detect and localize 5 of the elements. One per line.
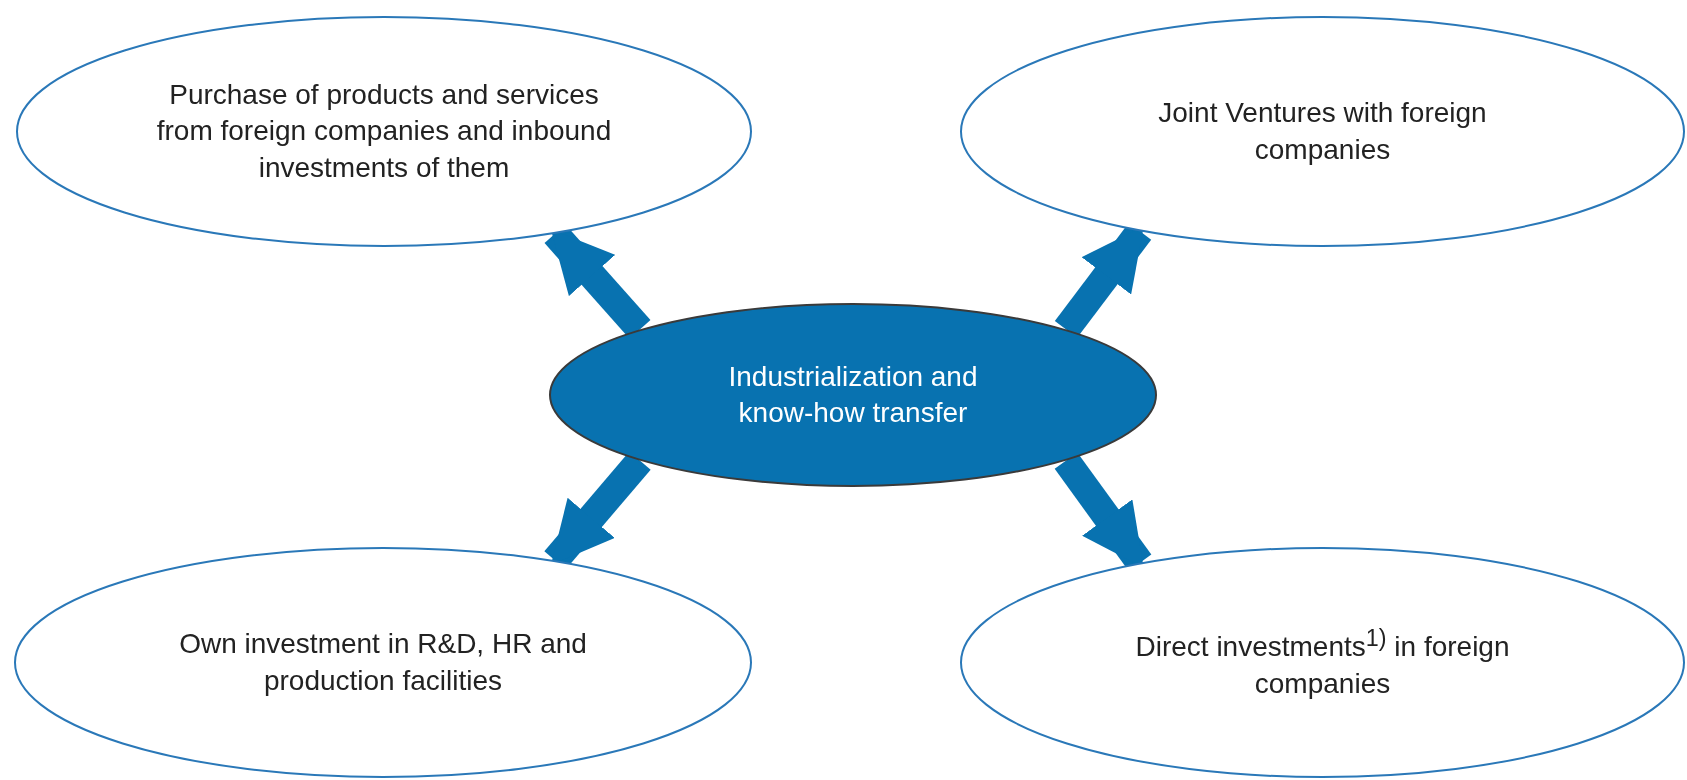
node-text: Industrialization and know-how transfer (727, 359, 979, 430)
node-text: Purchase of products and services from foreign companies and inbound investments of them (155, 77, 613, 185)
node-text: Own investment in R&D, HR and production facilities (178, 627, 588, 698)
node-text: Direct investments$^{1)}$ in foreign companies (1134, 623, 1511, 701)
node-text: Joint Ventures with foreign companies (1157, 96, 1488, 167)
